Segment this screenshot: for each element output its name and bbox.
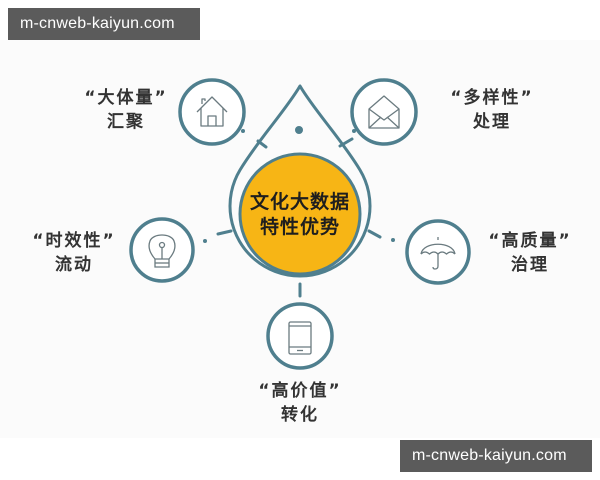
feature-label-variety: “多样性” 处理: [440, 86, 544, 134]
watermark-top: m-cnweb-kaiyun.com: [8, 8, 200, 40]
feature-timeliness-subtitle: 流动: [55, 255, 93, 275]
drop-dot: [295, 126, 303, 134]
feature-variety-title: “多样性”: [450, 88, 534, 108]
feature-label-value: “高价值” 转化: [250, 379, 350, 427]
feature-circle-value: [266, 302, 334, 370]
center-circle: [238, 152, 362, 276]
feature-label-volume: “大体量” 汇聚: [78, 86, 174, 134]
lightbulb-icon: [148, 234, 176, 268]
watermark-bottom: m-cnweb-kaiyun.com: [400, 440, 592, 472]
feature-label-timeliness: “时效性” 流动: [24, 229, 124, 277]
feature-label-quality: “高质量” 治理: [478, 229, 582, 277]
feature-quality-title: “高质量”: [488, 231, 572, 251]
feature-timeliness-title: “时效性”: [32, 231, 116, 251]
center-title-line2: 特性优势: [259, 216, 340, 238]
feature-variety-subtitle: 处理: [473, 112, 511, 132]
umbrella-icon: [420, 237, 456, 270]
feature-circle-volume: [178, 78, 246, 146]
envelope-icon: [368, 95, 400, 129]
feature-volume-subtitle: 汇聚: [107, 112, 145, 132]
feature-volume-title: “大体量”: [84, 88, 168, 108]
connector-dots: [203, 129, 395, 243]
feature-value-title: “高价值”: [258, 381, 342, 401]
center-title-line1: 文化大数据: [249, 191, 350, 213]
center-title: 文化大数据 特性优势: [238, 190, 362, 240]
drop-outline: [228, 84, 372, 278]
house-icon: [196, 96, 228, 127]
feature-circle-quality: [405, 219, 471, 285]
feature-quality-subtitle: 治理: [511, 255, 549, 275]
connector-spokes: [216, 137, 382, 298]
feature-value-subtitle: 转化: [281, 405, 319, 425]
feature-circle-variety: [350, 78, 418, 146]
smartphone-icon: [288, 321, 312, 355]
